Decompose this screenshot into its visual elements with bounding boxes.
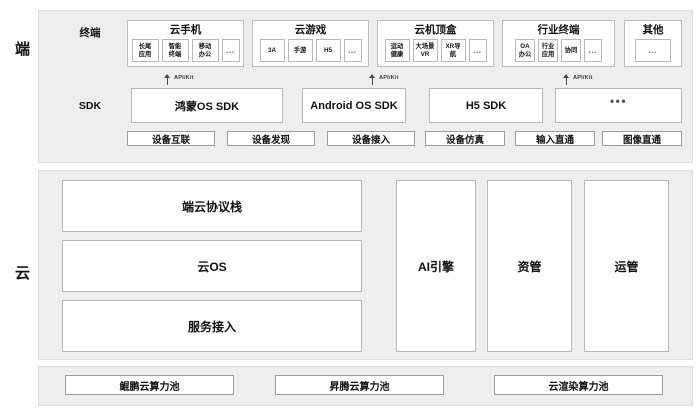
cloud-block-cloud-os[interactable]: 云OS bbox=[62, 240, 362, 292]
terminal-chip[interactable]: 3A bbox=[259, 39, 285, 62]
compute-pool-kunpeng[interactable]: 鲲鹏云算力池 bbox=[65, 375, 234, 395]
terminal-chip-more[interactable]: … bbox=[343, 39, 362, 62]
row-label-sdk: SDK bbox=[78, 100, 102, 112]
api-kit-arrow-3: API/Kit bbox=[562, 74, 622, 86]
terminal-chip[interactable]: 协同 bbox=[561, 39, 581, 62]
terminal-group-title: 其他 bbox=[642, 24, 664, 36]
terminal-group-industry-terminal[interactable]: 行业终端 OA 办公 行业 应用 协同 … bbox=[502, 20, 615, 67]
sdk-box-h5[interactable]: H5 SDK bbox=[429, 88, 543, 123]
capability-device-interconnect[interactable]: 设备互联 bbox=[127, 131, 215, 146]
terminal-chip-more[interactable]: … bbox=[635, 39, 671, 62]
arrow-stem-icon bbox=[372, 75, 373, 85]
terminal-chip[interactable]: 移动 办公 bbox=[191, 39, 219, 62]
sdk-box-android-os[interactable]: Android OS SDK bbox=[302, 88, 406, 123]
sdk-box-more[interactable]: ••• bbox=[555, 88, 682, 123]
capability-input-passthrough[interactable]: 输入直通 bbox=[515, 131, 595, 146]
terminal-group-title: 行业终端 bbox=[537, 24, 580, 36]
api-kit-arrow-2: API/Kit bbox=[368, 74, 428, 86]
terminal-chip[interactable]: 智能 终端 bbox=[161, 39, 189, 62]
terminal-chip-list: 运动 健康 大场景 VR XR导航 … bbox=[384, 39, 487, 62]
terminal-group-cloud-game[interactable]: 云游戏 3A 手游 H5 … bbox=[252, 20, 369, 67]
terminal-chip[interactable]: 长尾 应用 bbox=[131, 39, 159, 62]
compute-pool-ascend[interactable]: 昇腾云算力池 bbox=[275, 375, 444, 395]
row-label-terminal: 终端 bbox=[79, 27, 101, 39]
cloud-block-service-access[interactable]: 服务接入 bbox=[62, 300, 362, 352]
terminal-group-cloud-phone[interactable]: 云手机 长尾 应用 智能 终端 移动 办公 … bbox=[127, 20, 244, 67]
api-kit-arrow-label: API/Kit bbox=[573, 75, 593, 81]
api-kit-arrow-label: API/Kit bbox=[379, 75, 399, 81]
terminal-chip-list: OA 办公 行业 应用 协同 … bbox=[515, 39, 602, 62]
capability-device-access[interactable]: 设备接入 bbox=[327, 131, 415, 146]
cloud-block-ai-engine[interactable]: AI引擎 bbox=[396, 180, 476, 352]
api-kit-arrow-1: API/Kit bbox=[163, 74, 223, 86]
cloud-block-operation-management[interactable]: 运管 bbox=[584, 180, 669, 352]
terminal-group-title: 云游戏 bbox=[294, 24, 327, 36]
terminal-chip[interactable]: XR导航 bbox=[440, 39, 466, 62]
terminal-chip-list: 长尾 应用 智能 终端 移动 办公 … bbox=[131, 39, 240, 62]
side-label-terminal: 端 bbox=[14, 41, 31, 58]
capability-device-discovery[interactable]: 设备发现 bbox=[227, 131, 315, 146]
api-kit-arrow-label: API/Kit bbox=[174, 75, 194, 81]
terminal-chip-more[interactable]: … bbox=[221, 39, 240, 62]
cloud-block-resource-management[interactable]: 资管 bbox=[487, 180, 572, 352]
cloud-block-device-cloud-protocol-stack[interactable]: 端云协议栈 bbox=[62, 180, 362, 232]
terminal-chip[interactable]: H5 bbox=[315, 39, 341, 62]
arrow-stem-icon bbox=[566, 75, 567, 85]
terminal-group-title: 云机顶盒 bbox=[414, 24, 457, 36]
terminal-chip[interactable]: OA 办公 bbox=[515, 39, 535, 62]
terminal-chip-list: 3A 手游 H5 … bbox=[259, 39, 362, 62]
terminal-chip-more[interactable]: … bbox=[468, 39, 487, 62]
sdk-box-harmony-os[interactable]: 鸿蒙OS SDK bbox=[131, 88, 283, 123]
terminal-chip[interactable]: 运动 健康 bbox=[384, 39, 410, 62]
terminal-group-title: 云手机 bbox=[169, 24, 202, 36]
terminal-group-others[interactable]: 其他 … bbox=[624, 20, 682, 67]
terminal-chip-more[interactable]: … bbox=[584, 39, 602, 62]
terminal-chip[interactable]: 大场景 VR bbox=[412, 39, 438, 62]
arrow-stem-icon bbox=[167, 75, 168, 85]
capability-device-simulation[interactable]: 设备仿真 bbox=[425, 131, 505, 146]
terminal-group-cloud-set-top-box[interactable]: 云机顶盒 运动 健康 大场景 VR XR导航 … bbox=[377, 20, 494, 67]
side-label-cloud: 云 bbox=[14, 265, 31, 282]
terminal-chip[interactable]: 手游 bbox=[287, 39, 313, 62]
terminal-chip[interactable]: 行业 应用 bbox=[538, 39, 558, 62]
capability-image-passthrough[interactable]: 图像直通 bbox=[602, 131, 682, 146]
terminal-chip-list: … bbox=[635, 39, 671, 62]
compute-pool-cloud-render[interactable]: 云渲染算力池 bbox=[494, 375, 663, 395]
